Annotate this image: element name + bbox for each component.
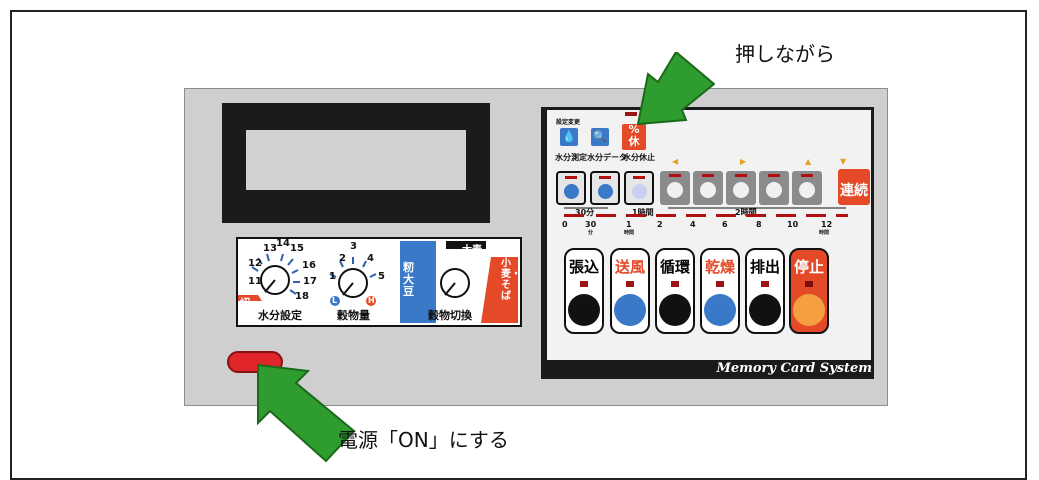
moisture-setting-label: 水分設定 [258, 309, 302, 322]
scale-4: 4 [690, 220, 696, 229]
setting-indicator [625, 112, 637, 116]
op-button-haishutsu[interactable]: 排出 [745, 248, 785, 334]
timer-button-6[interactable] [726, 171, 756, 205]
scale-unit-min: 分 [588, 230, 594, 236]
moisture-off-label: 切 [240, 298, 250, 309]
moisture-measure-label: 水分測定 [555, 153, 587, 162]
green-arrow-top-icon [636, 52, 715, 126]
moisture-tick-12: 12 [248, 258, 262, 269]
moisture-tick-17: 17 [303, 276, 317, 287]
scale-2: 2 [657, 220, 663, 229]
timer-button-4[interactable] [660, 171, 690, 205]
dials-graphic [238, 241, 518, 323]
timer-button-7[interactable] [759, 171, 789, 205]
green-arrow-bottom-icon [257, 363, 356, 463]
grain-quantity-label: 穀物量 [337, 309, 370, 322]
quantity-tick-4: 4 [367, 253, 374, 264]
arrow-left-icon: ◀ [672, 157, 679, 166]
quantity-tick-3: 3 [350, 241, 357, 252]
quantity-tick-5: 5 [378, 271, 385, 282]
label-30min: 30分 [575, 208, 595, 217]
arrow-up-icon: ▲ [805, 157, 812, 166]
memory-card-system-brand: Memory Card System [716, 361, 872, 376]
op-button-harikomi[interactable]: 張込 [564, 248, 604, 334]
percent-label: % [628, 123, 640, 136]
grain-left-label: 籾大豆 [403, 261, 414, 298]
arrow-down-icon: ▼ [840, 157, 847, 166]
percent-pause-button[interactable]: %休 [622, 124, 646, 150]
op-button-stop[interactable]: 停止 [789, 248, 829, 334]
lcd-display [246, 130, 466, 190]
magnifier-icon[interactable]: 🔍 [591, 128, 609, 146]
grain-switch-label: 穀物切換 [428, 309, 472, 322]
moisture-tick-16: 16 [302, 260, 316, 271]
moisture-pause-label: 水分休止 [623, 153, 655, 162]
moisture-tick-14: 14 [276, 238, 290, 249]
moisture-tick-18: 18 [295, 291, 309, 302]
callout-power-on: 電源「ON」にする [338, 428, 509, 452]
moisture-tick-13: 13 [263, 243, 277, 254]
pause-char: 休 [628, 135, 640, 148]
op-button-soufu[interactable]: 送風 [610, 248, 650, 334]
op-label-haishutsu: 排出 [749, 258, 780, 276]
quantity-low-label: L [332, 296, 338, 305]
timer-button-3[interactable] [624, 171, 654, 205]
label-1hour: 1時間 [632, 208, 654, 217]
callout-press-while: 押しながら [735, 42, 835, 66]
op-label-stop: 停止 [793, 258, 824, 276]
op-button-kansou[interactable]: 乾燥 [700, 248, 740, 334]
timer-button-5[interactable] [693, 171, 723, 205]
moisture-tick-11: 11 [248, 276, 262, 287]
grain-top-label: 大麦 [462, 245, 482, 256]
setting-change-label: 設定変更 [556, 119, 581, 126]
moisture-drop-icon[interactable]: 💧 [560, 128, 578, 146]
op-label-kansou: 乾燥 [704, 258, 735, 276]
scale-0: 0 [562, 220, 568, 229]
op-label-junkan: 循環 [659, 258, 690, 276]
quantity-high-label: H [368, 296, 375, 305]
timer-button-2[interactable] [590, 171, 620, 205]
scale-1: 1 [626, 220, 632, 229]
label-2hour: 2時間 [735, 208, 757, 217]
scale-8: 8 [756, 220, 762, 229]
moisture-tick-15: 15 [290, 243, 304, 254]
continuous-button[interactable]: 連続 [838, 169, 870, 205]
scale-unit-hour: 時間 [624, 230, 635, 236]
grain-right-label: 小麦・そば [501, 258, 521, 302]
arrow-right-icon: ▶ [740, 157, 747, 166]
moisture-data-label: 水分データ [587, 153, 627, 162]
op-label-harikomi: 張込 [568, 258, 599, 276]
scale-12: 12 [821, 220, 833, 229]
scale-unit-hour-end: 時間 [819, 230, 830, 236]
scale-30: 30 [585, 220, 597, 229]
quantity-tick-2: 2 [339, 253, 346, 264]
time-scale-bar [564, 207, 848, 217]
timer-button-1[interactable] [556, 171, 586, 205]
scale-10: 10 [787, 220, 799, 229]
op-button-junkan[interactable]: 循環 [655, 248, 695, 334]
timer-button-8[interactable] [792, 171, 822, 205]
scale-6: 6 [722, 220, 728, 229]
op-label-soufu: 送風 [614, 258, 645, 276]
quantity-tick-1: 1 [329, 271, 336, 282]
